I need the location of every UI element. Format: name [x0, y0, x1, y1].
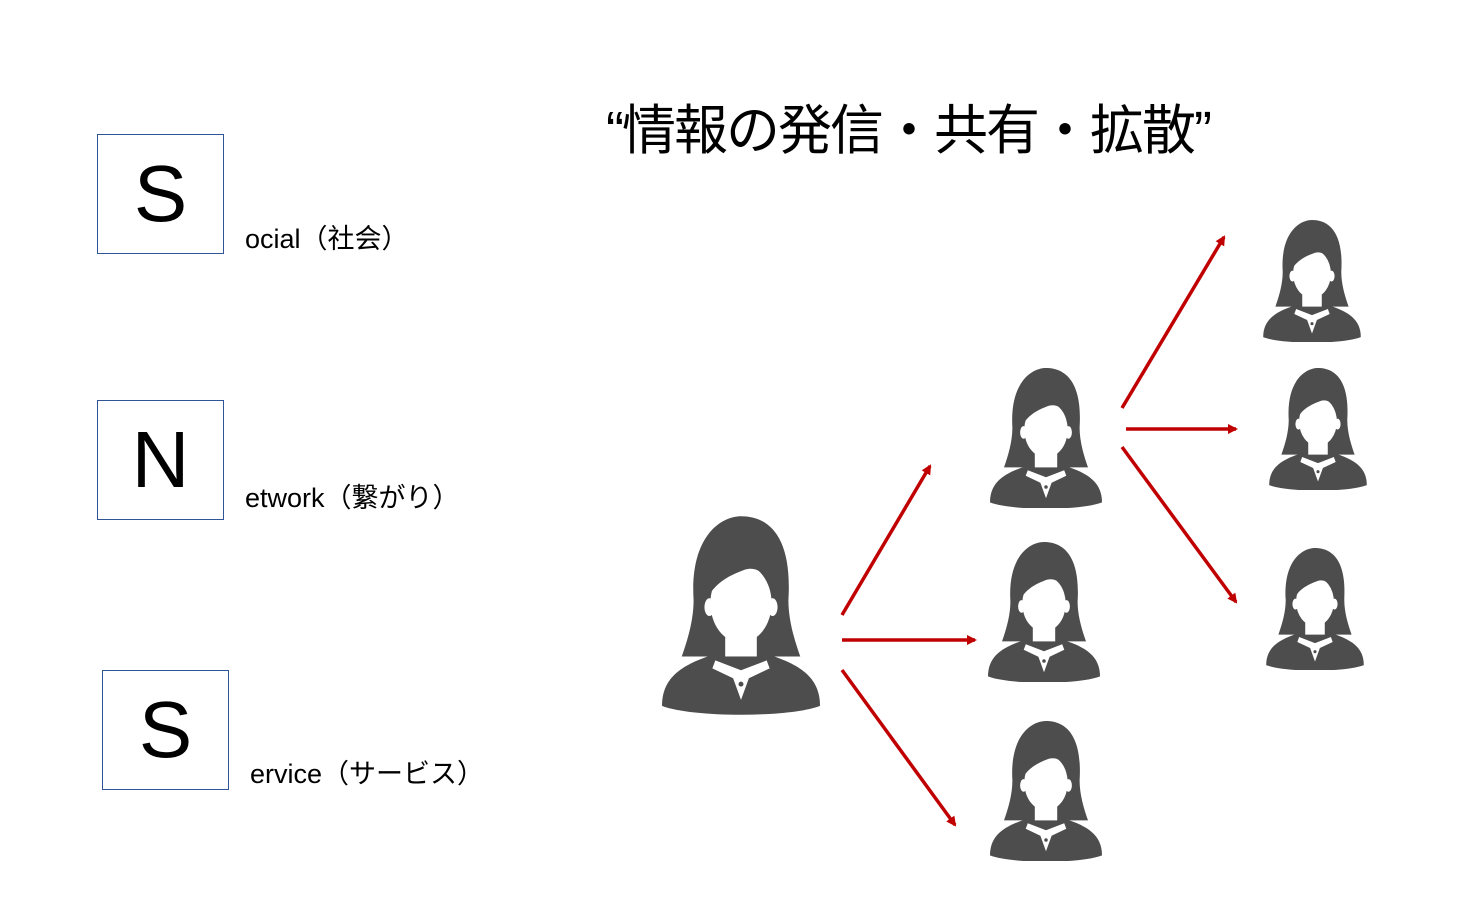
acronym-letter-box-n: N — [97, 400, 224, 520]
acronym-label-social: ocial（社会） — [245, 224, 409, 254]
person-icon — [1266, 548, 1364, 670]
acronym-letter-box-s2: S — [102, 670, 229, 790]
arrow-icon — [840, 668, 957, 827]
person-icon — [990, 721, 1102, 861]
acronym-label-service: ervice（サービス） — [250, 759, 485, 789]
acronym-letter-box-s: S — [97, 134, 224, 254]
person-icon — [990, 368, 1102, 508]
slide-title: “情報の発信・共有・拡散” — [606, 101, 1212, 161]
arrow-icon — [1120, 445, 1238, 604]
person-icon — [1269, 368, 1367, 490]
person-icon-source — [662, 516, 820, 715]
person-icon — [1263, 220, 1361, 342]
acronym-letter: S — [133, 149, 188, 238]
person-icon — [988, 542, 1100, 682]
arrow-icon — [1120, 235, 1226, 409]
acronym-label-network: etwork（繋がり） — [245, 483, 460, 513]
acronym-letter: S — [138, 685, 193, 774]
arrow-icon — [840, 464, 932, 616]
acronym-letter: N — [131, 415, 190, 504]
